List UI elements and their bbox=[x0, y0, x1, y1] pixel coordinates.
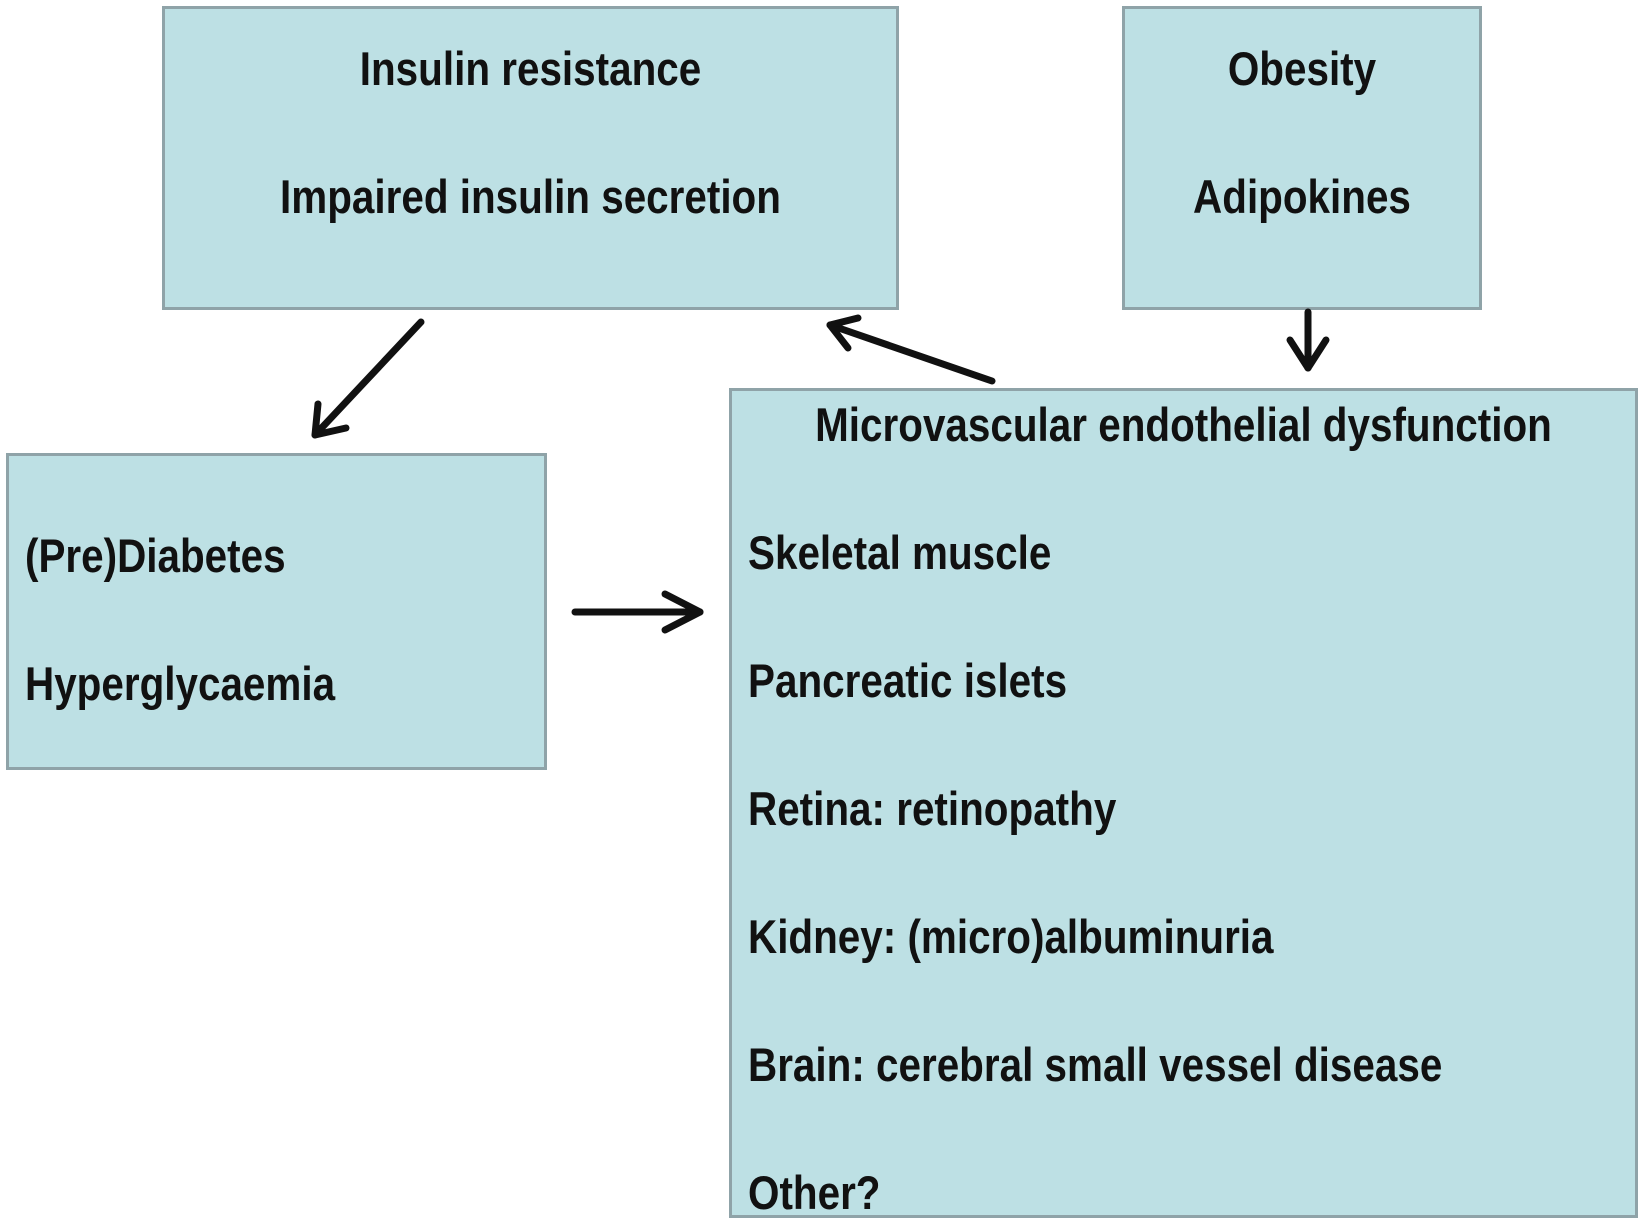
adipokines-label: Adipokines bbox=[1193, 170, 1411, 223]
pancreatic-islets-item: Pancreatic islets bbox=[748, 654, 1068, 707]
arrow-obesity-to-microvascular bbox=[1286, 308, 1330, 372]
insulin-resistance-label: Insulin resistance bbox=[359, 42, 702, 95]
hyperglycaemia-label: Hyperglycaemia bbox=[25, 657, 336, 710]
skeletal-muscle-item: Skeletal muscle bbox=[748, 526, 1052, 579]
prediabetes-box: (Pre)Diabetes Hyperglycaemia bbox=[6, 453, 547, 770]
arrow-diabetes-to-microvascular bbox=[571, 590, 704, 634]
impaired-insulin-secretion-label: Impaired insulin secretion bbox=[280, 170, 781, 223]
microvascular-dysfunction-box: Microvascular endothelial dysfunction Sk… bbox=[729, 388, 1638, 1219]
obesity-box: Obesity Adipokines bbox=[1122, 6, 1482, 310]
kidney-item: Kidney: (micro)albuminuria bbox=[748, 910, 1274, 963]
obesity-label: Obesity bbox=[1227, 42, 1377, 95]
brain-item: Brain: cerebral small vessel disease bbox=[748, 1038, 1443, 1091]
other-item: Other? bbox=[748, 1166, 881, 1219]
arrow-insulin-to-diabetes bbox=[311, 318, 425, 439]
insulin-resistance-box: Insulin resistance Impaired insulin secr… bbox=[162, 6, 899, 310]
prediabetes-label: (Pre)Diabetes bbox=[25, 529, 286, 582]
arrow-microvascular-to-insulin bbox=[826, 314, 996, 385]
retina-item: Retina: retinopathy bbox=[748, 782, 1117, 835]
microvascular-dysfunction-title: Microvascular endothelial dysfunction bbox=[815, 398, 1552, 451]
